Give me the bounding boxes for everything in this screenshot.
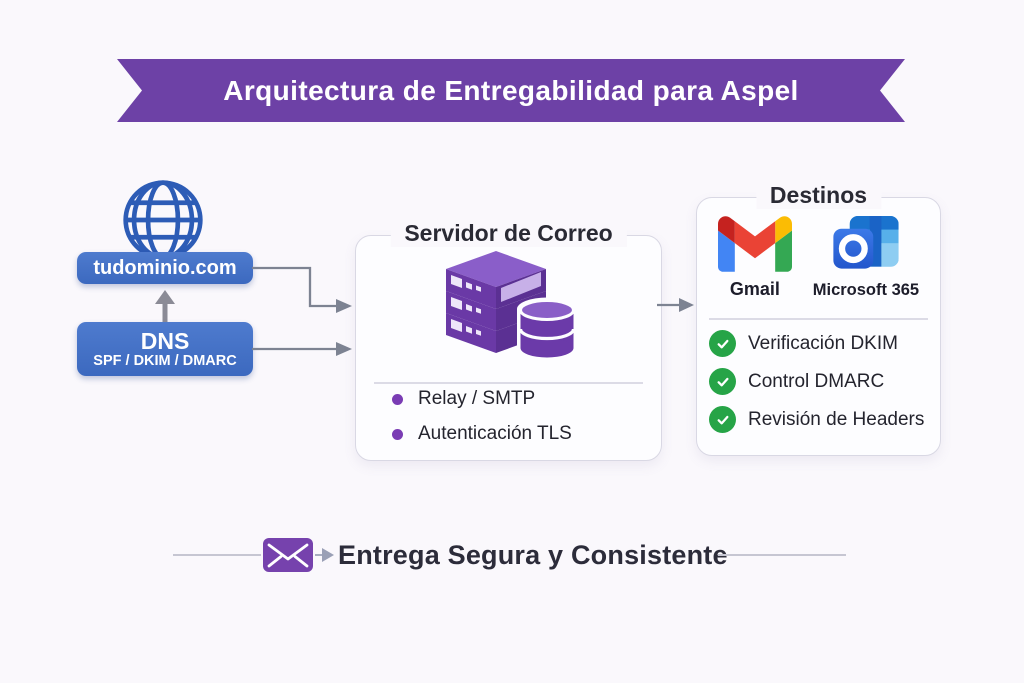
list-item: Relay / SMTP bbox=[392, 388, 572, 410]
mail-server-title: Servidor de Correo bbox=[390, 220, 627, 247]
check-label: Revisión de Headers bbox=[748, 408, 925, 430]
arrow-right-icon bbox=[657, 298, 694, 312]
microsoft-365-icon bbox=[833, 216, 899, 269]
destinations-title: Destinos bbox=[755, 182, 882, 209]
provider-row: Gmail bbox=[697, 216, 940, 300]
page-title: Arquitectura de Entregabilidad para Aspe… bbox=[223, 74, 799, 106]
provider-label: Gmail bbox=[729, 279, 780, 299]
check-label: Verificación DKIM bbox=[748, 332, 898, 354]
list-item: Autenticación TLS bbox=[392, 423, 572, 445]
arrow-right-icon bbox=[252, 342, 352, 356]
check-circle-icon bbox=[709, 330, 736, 357]
mail-server-card: Servidor de Correo bbox=[355, 220, 662, 461]
card-divider bbox=[709, 318, 928, 320]
check-circle-icon bbox=[709, 406, 736, 433]
provider-gmail: Gmail bbox=[717, 216, 792, 300]
list-item: Verificación DKIM bbox=[709, 330, 924, 357]
list-item: Revisión de Headers bbox=[709, 406, 924, 433]
domain-label: tudominio.com bbox=[93, 257, 237, 279]
gmail-icon bbox=[717, 216, 792, 272]
check-list: Verificación DKIM Control DMARC Revisión… bbox=[709, 330, 924, 444]
bullet-label: Autenticación TLS bbox=[418, 423, 572, 444]
check-label: Control DMARC bbox=[748, 370, 885, 392]
database-icon bbox=[517, 297, 577, 362]
domain-box: tudominio.com bbox=[77, 252, 253, 284]
check-circle-icon bbox=[709, 368, 736, 395]
provider-label: Microsoft 365 bbox=[812, 281, 920, 299]
arrow-elbow-icon bbox=[252, 266, 352, 313]
provider-microsoft-365: Microsoft 365 bbox=[813, 216, 919, 300]
flow-line bbox=[173, 554, 261, 556]
destinations-card: Destinos Gmail bbox=[696, 182, 941, 456]
dns-subtitle: SPF / DKIM / DMARC bbox=[93, 352, 237, 369]
envelope-icon bbox=[263, 538, 313, 572]
bullet-dot-icon bbox=[392, 393, 403, 405]
footer-label: Entrega Segura y Consistente bbox=[338, 540, 728, 570]
server-feature-list: Relay / SMTP Autenticación TLS bbox=[392, 388, 572, 458]
bullet-label: Relay / SMTP bbox=[418, 388, 536, 409]
dns-title: DNS bbox=[140, 327, 190, 354]
arrow-right-icon bbox=[315, 548, 334, 562]
list-item: Control DMARC bbox=[709, 368, 924, 395]
bullet-dot-icon bbox=[392, 428, 403, 440]
title-ribbon: Arquitectura de Entregabilidad para Aspe… bbox=[117, 59, 905, 122]
flow-line bbox=[718, 554, 846, 556]
globe-icon bbox=[123, 180, 203, 260]
server-stack-icon bbox=[446, 251, 577, 362]
arrow-up-icon bbox=[155, 290, 175, 322]
card-divider bbox=[374, 382, 643, 384]
dns-box: DNS SPF / DKIM / DMARC bbox=[77, 322, 253, 376]
